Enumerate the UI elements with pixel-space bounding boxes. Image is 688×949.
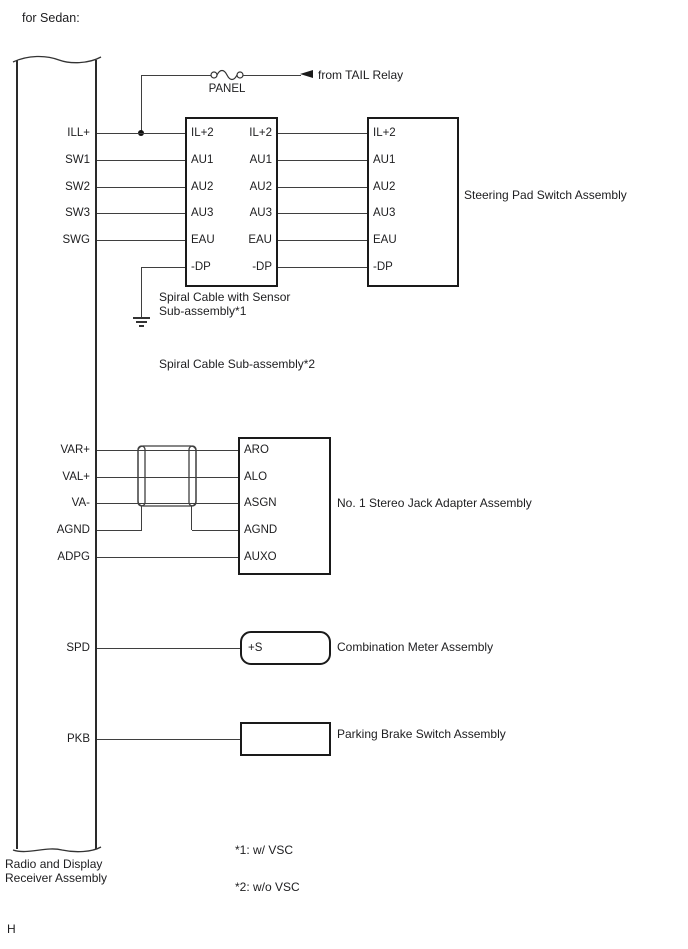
wire-eau-right [278, 240, 367, 241]
wire-il2-right [278, 133, 367, 134]
steering-pin-au2: AU2 [373, 181, 396, 193]
wire-agnd-left [97, 530, 142, 531]
ground-icon-bar3 [139, 325, 144, 327]
diagram-title: for Sedan: [22, 11, 80, 25]
steering-pin-dp: -DP [373, 261, 393, 273]
radio-pin-pkb: PKB [66, 733, 90, 745]
power-source-label: from TAIL Relay [318, 68, 404, 82]
wire-fuse-left [142, 75, 211, 76]
radio-pin-swg: SWG [62, 234, 90, 246]
meter-pin-s: +S [248, 642, 263, 654]
wire-swg-left [97, 240, 185, 241]
radio-label-line1: Radio and Display [5, 857, 103, 871]
spiral-left-pin-au1: AU1 [191, 154, 214, 166]
note-no-vsc: *2: w/o VSC [235, 880, 300, 894]
fuse-label: PANEL [208, 83, 246, 95]
steering-pin-au1: AU1 [373, 154, 396, 166]
wire-sw3-left [97, 213, 185, 214]
spiral-right-pin-au2: AU2 [249, 181, 272, 193]
spiral-label-sensor-line1: Spiral Cable with Sensor [159, 290, 291, 304]
wire-shield-drop-right [191, 506, 192, 530]
wire-sw2-left [97, 187, 185, 188]
wire-va [97, 503, 238, 504]
spiral-left-pin-eau: EAU [191, 234, 215, 246]
jack-pin-asgn: ASGN [244, 497, 277, 509]
steering-pin-eau: EAU [373, 234, 397, 246]
steering-pad-box [367, 117, 459, 287]
wire-au2-right [278, 187, 367, 188]
note-vsc: *1: w/ VSC [235, 843, 294, 857]
wire-fuse-right [243, 75, 301, 76]
spiral-label-sensor-line2: Sub-assembly*1 [159, 304, 247, 318]
spiral-cable-box [185, 117, 278, 287]
radio-bar-wavy-bottom [12, 846, 102, 853]
stereo-jack-label: No. 1 Stereo Jack Adapter Assembly [337, 496, 532, 510]
jack-pin-aro: ARO [244, 444, 269, 456]
page-marker: H [7, 922, 16, 936]
ground-icon-bar2 [136, 321, 147, 323]
radio-pin-sw1: SW1 [65, 154, 90, 166]
radio-pin-agnd: AGND [56, 524, 90, 536]
wire-pkb [97, 739, 240, 740]
radio-bar-left-edge [16, 60, 18, 849]
ground-icon [133, 317, 150, 319]
spiral-right-pin-eau: EAU [248, 234, 272, 246]
arrow-left-icon [300, 70, 313, 78]
spiral-right-pin-au1: AU1 [249, 154, 272, 166]
spiral-right-pin-au3: AU3 [249, 207, 272, 219]
spiral-left-pin-il2: IL+2 [191, 127, 214, 139]
radio-pin-sw2: SW2 [65, 181, 90, 193]
radio-pin-var: VAR+ [60, 444, 90, 456]
parking-brake-label: Parking Brake Switch Assembly [337, 727, 506, 741]
steering-pad-label: Steering Pad Switch Assembly [464, 188, 627, 202]
shield-symbol [137, 445, 197, 507]
spiral-right-pin-dp: -DP [252, 261, 272, 273]
radio-pin-ill: ILL+ [67, 127, 90, 139]
jack-pin-auxo: AUXO [244, 551, 277, 563]
jack-pin-agnd: AGND [244, 524, 278, 536]
radio-bar-wavy-top [12, 55, 102, 64]
radio-pin-adpg: ADPG [57, 551, 90, 563]
steering-pin-au3: AU3 [373, 207, 396, 219]
wire-spd [97, 648, 240, 649]
wire-fuse-drop [141, 75, 142, 133]
wire-ill-left [97, 133, 185, 134]
radio-pin-sw3: SW3 [65, 207, 90, 219]
radio-pin-val: VAL+ [62, 471, 90, 483]
wire-dp-right [278, 267, 367, 268]
wire-agnd-right [192, 530, 238, 531]
wire-var [97, 450, 238, 451]
spiral-label-no-sensor: Spiral Cable Sub-assembly*2 [159, 357, 316, 371]
spiral-left-pin-au2: AU2 [191, 181, 214, 193]
spiral-left-pin-au3: AU3 [191, 207, 214, 219]
jack-pin-alo: ALO [244, 471, 268, 483]
spiral-left-pin-dp: -DP [191, 261, 211, 273]
wire-val [97, 477, 238, 478]
parking-brake-box [240, 722, 331, 756]
radio-pin-va: VA- [71, 497, 90, 509]
wire-shield-drop-left [141, 506, 142, 530]
radio-bar-right-edge [95, 60, 97, 849]
wire-ground-drop [141, 267, 142, 318]
radio-label-line2: Receiver Assembly [5, 871, 108, 885]
combination-meter-label: Combination Meter Assembly [337, 640, 494, 654]
wire-au3-right [278, 213, 367, 214]
combination-meter-box [240, 631, 331, 665]
radio-pin-spd: SPD [66, 642, 90, 654]
steering-pin-il2: IL+2 [373, 127, 396, 139]
wire-sw1-left [97, 160, 185, 161]
wire-adpg [97, 557, 238, 558]
wire-dp-left [141, 267, 185, 268]
spiral-right-pin-il2: IL+2 [249, 127, 272, 139]
wire-au1-right [278, 160, 367, 161]
stereo-jack-box [238, 437, 331, 575]
